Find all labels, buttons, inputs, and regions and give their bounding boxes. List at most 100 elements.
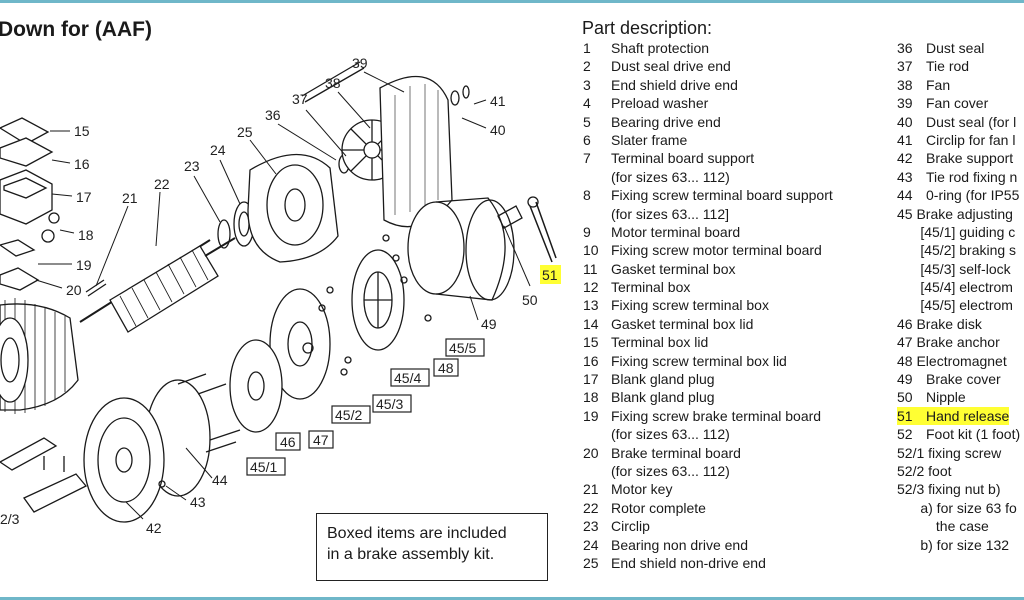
callout-44: 44 — [212, 472, 228, 488]
part-row: the case — [897, 517, 1024, 535]
part-text: 0-ring (for IP55 — [926, 187, 1020, 204]
kit-note-line2: in a brake assembly kit. — [327, 546, 495, 563]
callout-36: 36 — [265, 107, 281, 123]
svg-text:45/2: 45/2 — [335, 407, 362, 423]
part-number: 50 — [897, 389, 913, 406]
part-number: 15 — [583, 334, 599, 351]
brake-anchor — [269, 288, 331, 400]
part-row: (for sizes 63... 112) — [583, 168, 833, 186]
part-row: b) for size 132 — [897, 536, 1024, 554]
part-number: 16 — [583, 352, 599, 369]
part-number: 52 — [897, 426, 913, 443]
callout-51-highlight: 51 — [540, 265, 561, 284]
part-text: End shield non-drive end — [611, 554, 766, 571]
part-number — [583, 425, 611, 443]
part-row: 2 Dust seal drive end — [583, 57, 833, 75]
part-row: 52/3 fixing nut b) — [897, 480, 1024, 498]
callout-18: 18 — [78, 227, 94, 243]
part-text: Dust seal (for l — [926, 113, 1017, 130]
part-number: 42 — [897, 150, 913, 167]
part-text: Rotor complete — [611, 499, 706, 516]
callout-19: 19 — [76, 257, 92, 273]
part-text: Dust seal drive end — [611, 58, 731, 75]
part-number: 12 — [583, 279, 599, 296]
part-text: Shaft protection — [611, 40, 710, 56]
part-number: 36 — [897, 40, 913, 56]
part-text: Preload washer — [611, 95, 709, 112]
part-text: a) for size 63 fo — [897, 499, 1017, 516]
callout-24: 24 — [210, 142, 226, 158]
part-row: [45/2] braking s — [897, 241, 1024, 259]
motor-key — [85, 279, 107, 297]
part-number: 9 — [583, 223, 591, 240]
rotor — [79, 237, 236, 333]
kit-note-box: Boxed items are included in a brake asse… — [316, 513, 548, 581]
fan-cover — [379, 75, 453, 228]
box-45-3: 45/3 — [372, 394, 412, 413]
part-text: 47 Brake anchor — [897, 334, 1000, 351]
part-number: 51 — [897, 406, 926, 426]
part-row: 22 Rotor complete — [583, 499, 833, 517]
fan-dust-seal — [450, 90, 460, 106]
part-row: (for sizes 63... 112) — [583, 425, 833, 443]
svg-text:45/1: 45/1 — [250, 459, 277, 475]
part-text: Gasket terminal box — [611, 260, 736, 277]
callout-41: 41 — [490, 93, 506, 109]
part-row: (for sizes 63... 112) — [583, 462, 833, 480]
part-text: Terminal box lid — [611, 334, 709, 351]
brake-cover — [407, 197, 515, 301]
box-48: 48 — [433, 358, 459, 377]
nipple — [497, 205, 523, 229]
box-45-2: 45/2 — [331, 405, 371, 424]
part-row: 1 Shaft protection — [583, 39, 833, 57]
part-row: [45/1] guiding c — [897, 223, 1024, 241]
part-text: 46 Brake disk — [897, 315, 982, 332]
part-number: 22 — [583, 499, 599, 516]
fixing-screws — [158, 234, 432, 488]
callout-52-3: 2/3 — [0, 511, 20, 527]
part-text: End shield drive end — [611, 76, 738, 93]
part-number: 8 — [583, 187, 591, 204]
part-text: [45/2] braking s — [897, 242, 1017, 259]
part-text: Fixing screw terminal board support — [611, 187, 833, 204]
part-row: [45/5] electrom — [897, 296, 1024, 314]
part-number: 2 — [583, 58, 591, 75]
part-text: b) for size 132 — [897, 536, 1010, 553]
box-46: 46 — [275, 432, 301, 451]
part-number: 14 — [583, 315, 599, 332]
part-number: 3 — [583, 76, 591, 93]
part-number: 1 — [583, 40, 591, 56]
part-text: the case — [897, 518, 989, 535]
callout-43: 43 — [190, 494, 206, 510]
part-row: 3 End shield drive end — [583, 76, 833, 94]
part-number — [583, 168, 611, 186]
box-45-1: 45/1 — [246, 457, 286, 476]
part-text: (for sizes 63... 112) — [611, 426, 730, 443]
part-row: 47 Brake anchor — [897, 333, 1024, 351]
box-47: 47 — [308, 430, 334, 449]
foot-kit — [0, 437, 88, 513]
callout-22: 22 — [154, 176, 170, 192]
svg-text:45/5: 45/5 — [449, 340, 476, 356]
part-text: Fixing screw motor terminal board — [611, 242, 822, 259]
part-row: 52/1 fixing screw — [897, 444, 1024, 462]
part-text: Terminal box — [611, 279, 691, 296]
diagram-title: Down for (AAF) — [0, 18, 152, 41]
part-number — [583, 462, 611, 480]
part-number: 37 — [897, 58, 913, 75]
